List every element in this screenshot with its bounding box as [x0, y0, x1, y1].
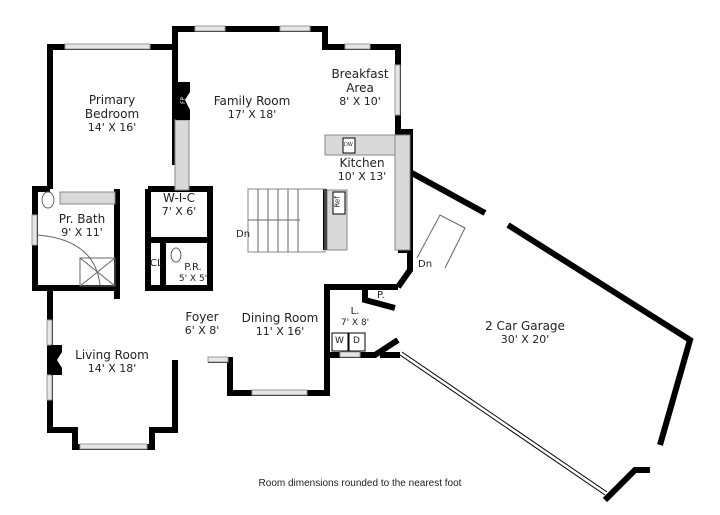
room-dims: 10' X 13' — [337, 169, 387, 183]
room-name: Kitchen — [339, 156, 385, 170]
room-primary-bedroom: Primary Bedroom 14' X 16' — [84, 93, 140, 134]
wall-garage — [408, 169, 694, 503]
room-dims: 17' X 18' — [227, 107, 277, 121]
room-name: 2 Car Garage — [485, 319, 565, 333]
stairs — [247, 188, 466, 269]
room-name: Primary — [88, 93, 136, 107]
dryer-label: D — [353, 336, 360, 346]
room-dims: 30' X 20' — [500, 332, 550, 346]
room-dims: 14' X 16' — [87, 120, 137, 134]
refrigerator-label: Ref — [333, 196, 342, 208]
footnote: Room dimensions rounded to the nearest f… — [258, 478, 462, 489]
room-breakfast-area: Breakfast Area 8' X 10' — [331, 67, 389, 108]
wall-pr-bath — [32, 186, 120, 305]
room-name: Foyer — [185, 310, 219, 324]
room-name: P.R. — [184, 262, 202, 273]
room-dims: 11' X 16' — [255, 324, 305, 338]
room-kitchen: Kitchen 10' X 13' — [337, 156, 387, 183]
room-name: Bedroom — [84, 106, 140, 121]
room-dims: 6' X 8' — [184, 323, 220, 337]
room-garage: 2 Car Garage 30' X 20' — [485, 319, 565, 346]
room-powder-room: P.R. 5' X 5' — [179, 262, 207, 284]
washer-label: W — [335, 336, 344, 346]
room-laundry: L. 7' X 8' — [341, 306, 369, 328]
room-foyer: Foyer 6' X 8' — [184, 310, 220, 337]
room-family-room: Family Room 17' X 18' — [213, 94, 291, 121]
room-name: Breakfast — [331, 67, 389, 81]
room-wic: W-I-C 7' X 6' — [161, 191, 197, 218]
room-dining-room: Dining Room 11' X 16' — [241, 311, 319, 338]
room-dims: 5' X 5' — [178, 273, 208, 284]
room-living-room: Living Room 14' X 18' — [75, 348, 149, 375]
wall-living-room — [47, 305, 178, 450]
room-name: L. — [350, 306, 360, 317]
room-name: Pr. Bath — [58, 212, 106, 226]
room-dims: 9' X 11' — [61, 225, 103, 239]
room-name: W-I-C — [163, 191, 195, 205]
fireplace-label: FP — [180, 96, 188, 105]
room-dims: 14' X 18' — [87, 361, 137, 375]
room-pr-bath: Pr. Bath 9' X 11' — [58, 212, 106, 239]
room-dims: 7' X 6' — [161, 204, 197, 218]
room-name: Dining Room — [241, 311, 319, 325]
room-name: Area — [346, 80, 374, 95]
pantry-label: P. — [377, 290, 385, 301]
stairs-down-label: Dn — [236, 229, 251, 240]
room-dims: 8' X 10' — [339, 94, 381, 108]
closet-label: CL — [150, 258, 163, 269]
dishwasher-label: DW — [344, 142, 353, 148]
stairs-down-label: Dn — [418, 259, 433, 270]
room-name: Living Room — [75, 348, 149, 362]
room-name: Family Room — [213, 94, 291, 108]
room-dims: 7' X 8' — [340, 317, 370, 328]
